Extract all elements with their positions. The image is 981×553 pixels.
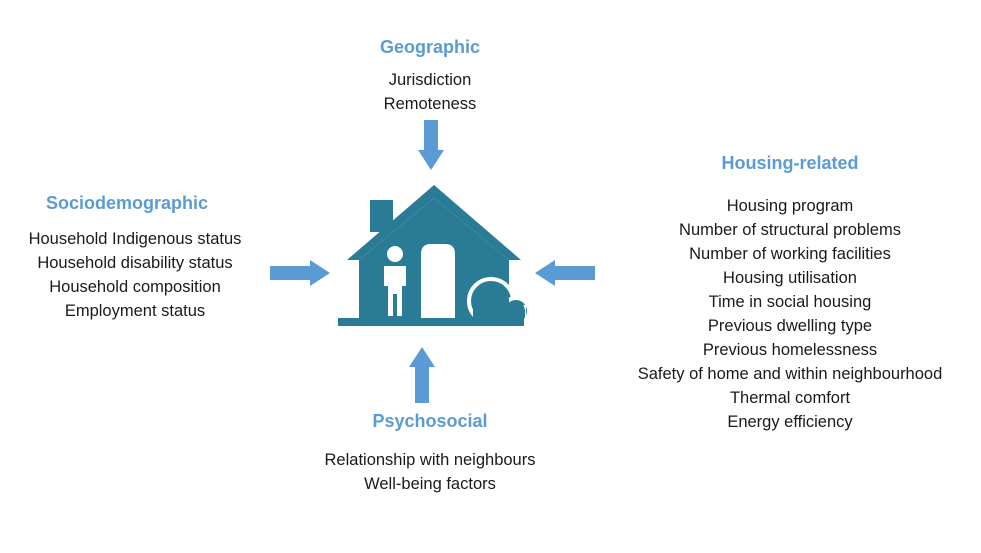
sociodemographic-item: Household composition: [49, 278, 221, 296]
housing-related-item: Energy efficiency: [727, 413, 853, 431]
housing-related-title: Housing-related: [721, 153, 859, 173]
arrow-down-icon: [418, 120, 444, 170]
psychosocial-title: Psychosocial: [372, 411, 488, 431]
psychosocial-item: Well-being factors: [364, 475, 496, 493]
housing-related-item: Housing utilisation: [723, 269, 857, 287]
sociodemographic-title: Sociodemographic: [46, 193, 209, 213]
housing-related-item: Safety of home and within neighbourhood: [637, 365, 943, 383]
sociodemographic-item: Household disability status: [37, 254, 233, 272]
sociodemographic-group: Sociodemographic Household Indigenous st…: [15, 193, 255, 323]
housing-related-item: Housing program: [726, 197, 854, 215]
housing-related-item: Number of structural problems: [679, 221, 901, 239]
sociodemographic-item: Employment status: [64, 302, 206, 320]
geographic-item: Jurisdiction: [388, 71, 472, 89]
housing-related-item: Number of working facilities: [689, 245, 891, 263]
housing-related-item: Previous homelessness: [702, 341, 878, 359]
sociodemographic-item: Household Indigenous status: [28, 230, 242, 248]
psychosocial-group: Psychosocial Relationship with neighbour…: [290, 411, 570, 496]
housing-related-item: Previous dwelling type: [707, 317, 873, 335]
geographic-title: Geographic: [379, 37, 481, 57]
arrow-up-icon: [409, 347, 435, 403]
arrow-right-icon: [270, 260, 330, 286]
housing-related-group: Housing-related Housing program Number o…: [600, 153, 980, 434]
housing-related-item: Time in social housing: [708, 293, 872, 311]
geographic-group: Geographic Jurisdiction Remoteness: [330, 37, 530, 116]
geographic-item: Remoteness: [383, 95, 477, 113]
arrow-left-icon: [535, 260, 595, 286]
housing-related-item: Thermal comfort: [729, 389, 851, 407]
house-with-person-icon: [338, 185, 531, 326]
psychosocial-item: Relationship with neighbours: [324, 451, 536, 469]
